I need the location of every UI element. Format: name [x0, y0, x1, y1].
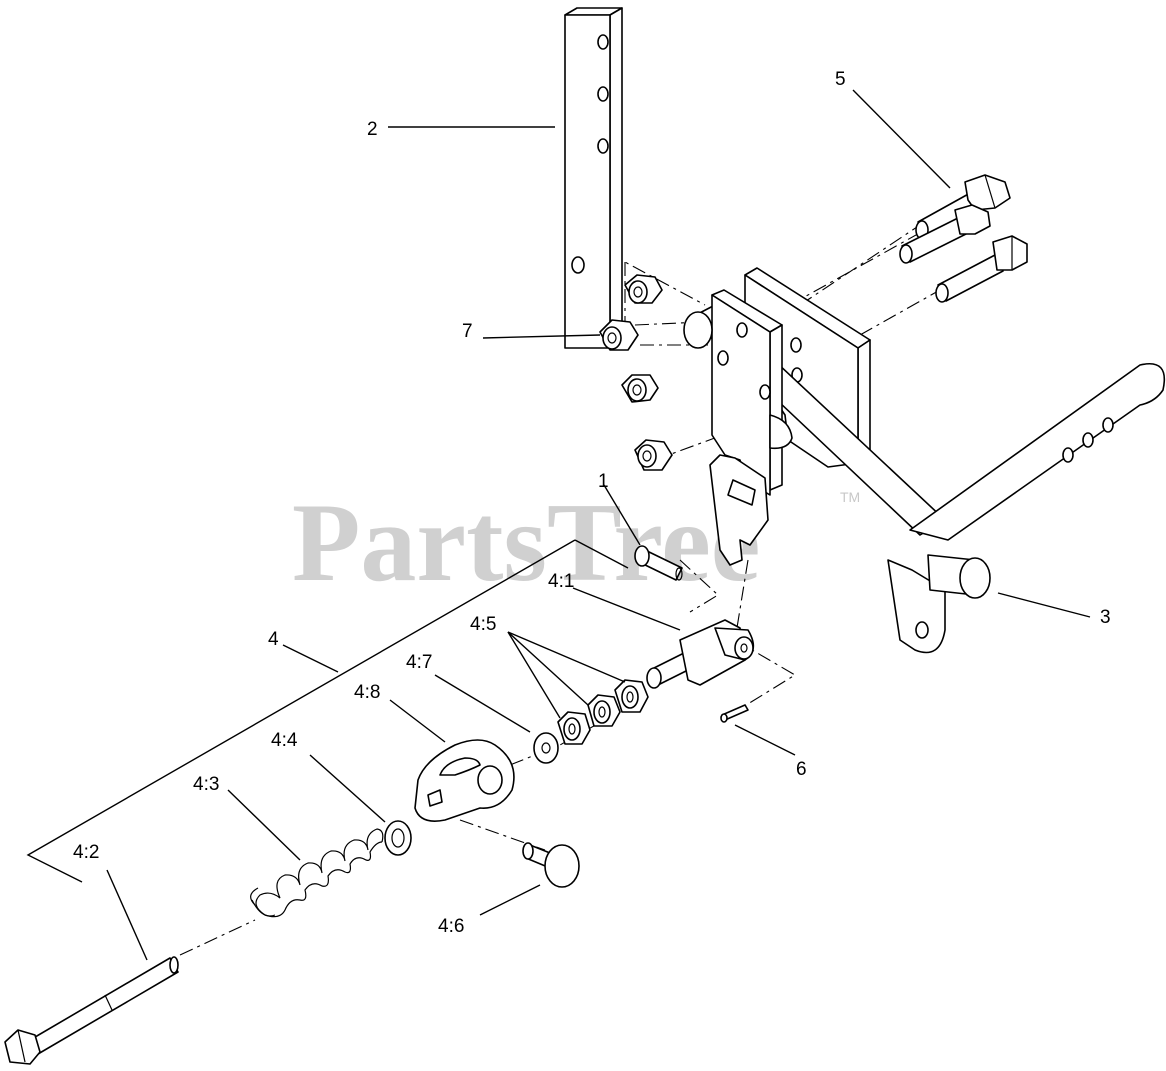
callout-4-5: 4:5 [470, 614, 496, 635]
callout-7: 7 [462, 321, 473, 342]
part-4-1-clevis [646, 619, 755, 689]
callout-4-4: 4:4 [271, 730, 298, 751]
callout-3: 3 [1100, 607, 1111, 628]
part-6-cotter-pin [720, 704, 749, 723]
part-2-square-tube [564, 7, 623, 349]
part-4-6-carriage-bolt [522, 842, 580, 888]
part-4-8-cam-plate [414, 739, 515, 822]
part-4-4-bushing [384, 820, 412, 856]
part-4-5-nuts [557, 679, 649, 745]
callout-4-1: 4:1 [548, 571, 574, 592]
callout-4: 4 [268, 629, 279, 650]
callout-4-3: 4:3 [193, 774, 219, 795]
mounting-plate-front [683, 289, 793, 496]
callout-2: 2 [367, 119, 378, 140]
callout-4-7: 4:7 [406, 652, 432, 673]
part-7-lock-nuts [599, 274, 673, 471]
callout-1: 1 [598, 471, 609, 492]
part-4-3-spring [250, 828, 384, 918]
callout-6: 6 [796, 759, 807, 780]
part-5-bolts [899, 174, 1028, 303]
watermark-text: PartsTree [292, 481, 761, 605]
lever-bracket [709, 454, 769, 566]
callout-labels: 2 5 7 1 3 4 4:1 4:5 4:7 4:8 4:4 4:3 4:2 … [73, 69, 1111, 937]
leader-lines [106, 89, 1091, 961]
watermark-trademark: TM [840, 489, 860, 505]
part-4-7-washer [533, 732, 559, 764]
callout-5: 5 [835, 69, 846, 90]
part-1-clevis-pin [634, 545, 683, 581]
assembly-bracket-4 [26, 539, 629, 883]
callout-4-8: 4:8 [354, 682, 380, 703]
callout-4-2: 4:2 [73, 842, 99, 863]
callout-4-6: 4:6 [438, 916, 464, 937]
part-4-2-long-bolt [4, 956, 179, 1065]
